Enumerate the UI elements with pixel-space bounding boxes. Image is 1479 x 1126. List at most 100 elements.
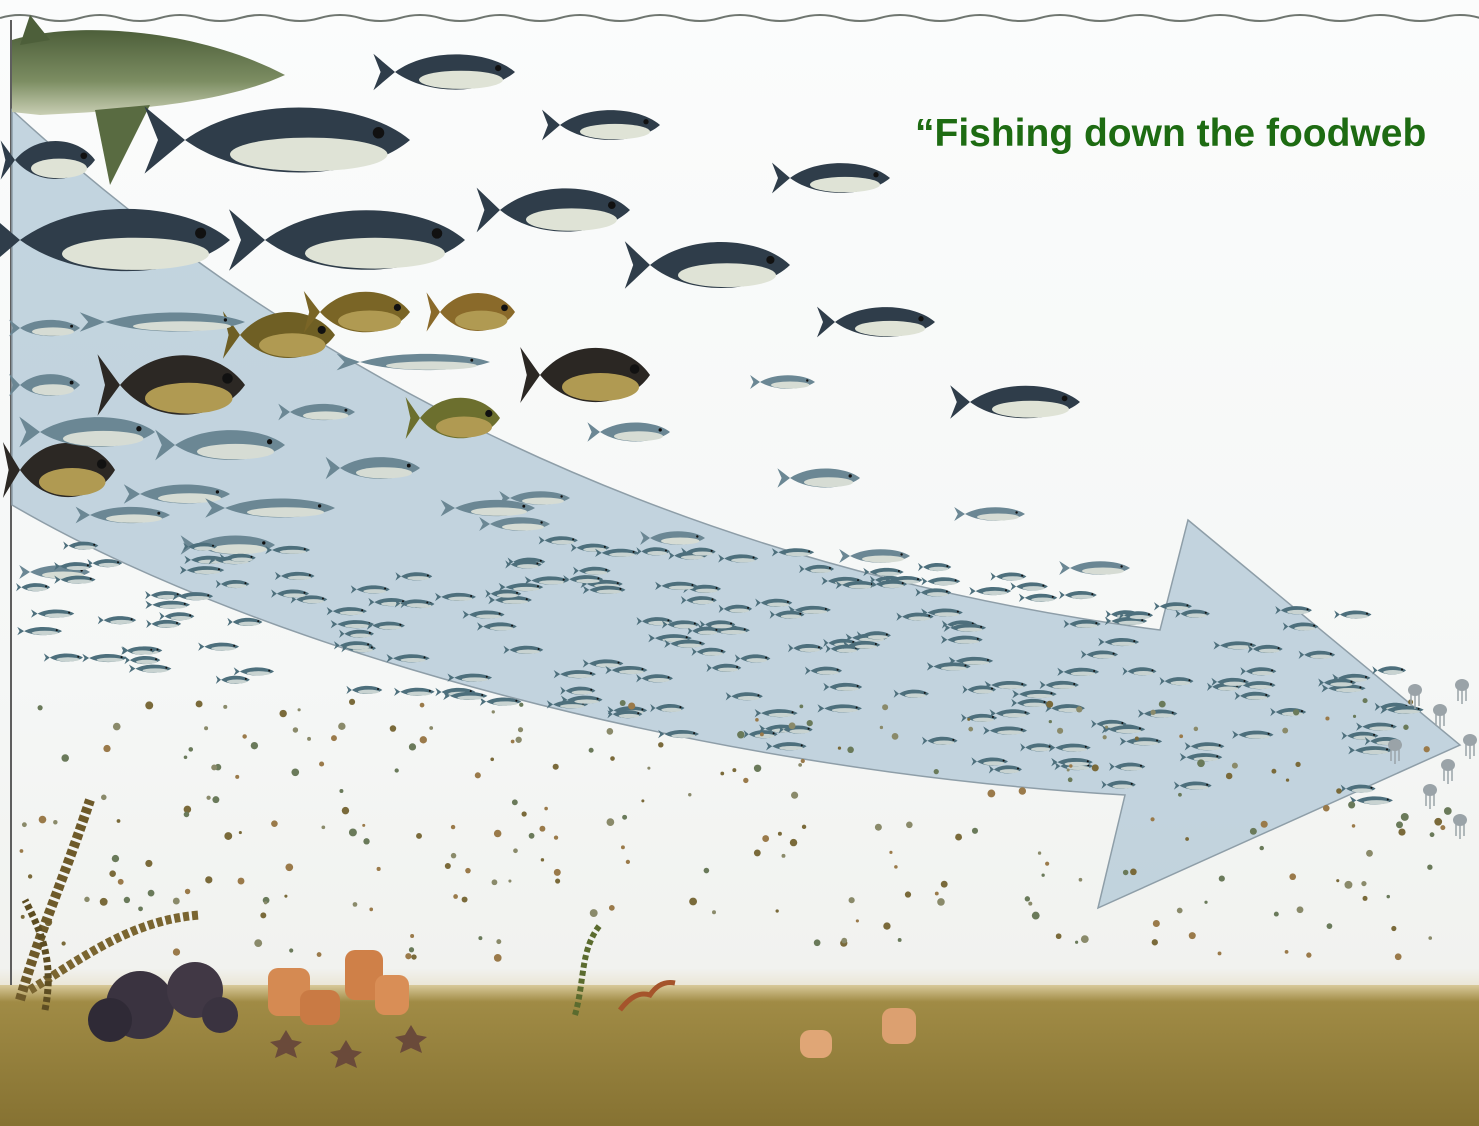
plankton-dot [39,816,47,824]
plankton-dot [490,757,494,761]
sardine-icon [16,583,50,591]
plankton-dot [409,743,416,750]
plankton-dot [212,796,219,803]
jellyfish-icon [1455,679,1469,704]
plankton-dot [515,737,521,743]
tuna-icon [145,106,411,173]
tuna-icon [772,163,890,194]
plankton-dot [109,870,116,877]
sardine-icon [82,654,126,662]
plankton-dot [883,922,890,929]
sardine-icon [1334,610,1371,618]
plankton-dot [291,768,299,776]
plankton-dot [1028,902,1032,906]
plankton-dot [492,879,498,885]
plankton-dot [1045,862,1049,866]
plankton-dot [790,839,797,846]
plankton-dot [1025,896,1030,901]
plankton-dot [755,718,759,722]
plankton-dot [1306,952,1311,957]
plankton-dot [1046,701,1053,708]
plankton-dot [445,863,451,869]
sardine-icon [17,627,62,635]
plankton-dot [1075,941,1078,944]
plankton-dot [349,699,355,705]
plankton-dot [100,898,108,906]
tuna-icon [817,307,935,338]
plankton-dot [1396,821,1403,828]
plankton-dot [838,747,841,750]
sardine-icon [918,563,951,571]
sardine-icon [234,667,274,675]
plankton-dot [1179,734,1183,738]
plankton-dot [1271,769,1276,774]
plankton-dot [1092,764,1099,771]
plankton-dot [898,938,902,942]
plankton-dot [1135,737,1139,741]
grouper-icon [427,292,516,331]
plankton-dot [1325,716,1329,720]
plankton-dot [589,748,594,753]
plankton-dot [416,833,422,839]
plankton-dot [362,824,365,827]
plankton-dot [196,700,203,707]
plankton-dot [206,796,210,800]
plankton-dot [628,702,635,709]
plankton-dot [453,894,458,899]
sardine-icon [31,609,74,617]
plankton-dot [1293,709,1299,715]
plankton-dot [224,832,232,840]
plankton-dot [539,826,545,832]
sardine-icon [227,618,262,626]
plankton-dot [279,710,286,717]
plankton-dot [778,832,782,836]
plankton-dot [760,732,764,736]
plankton-dot [967,718,970,721]
plankton-dot [968,727,973,732]
plankton-dot [1153,920,1160,927]
plankton-dot [905,891,911,897]
plankton-dot [782,854,786,858]
plankton-dot [1178,793,1182,797]
plankton-dot [185,889,190,894]
plankton-dot [1289,873,1296,880]
sardine-icon [145,601,190,609]
plankton-dot [1152,939,1158,945]
plankton-dot [1327,923,1333,929]
plankton-dot [1081,935,1089,943]
plankton-dot [807,720,813,726]
slide-title: “Fishing down the foodweb [915,112,1426,156]
plankton-dot [1069,764,1072,767]
plankton-dot [462,897,468,903]
plankton-dot [205,876,212,883]
sardine-icon [1010,582,1047,590]
plankton-dot [544,807,548,811]
plankton-dot [882,704,888,710]
plankton-dot [349,828,357,836]
plankton-dot [529,833,535,839]
plankton-dot [173,948,180,955]
plankton-dot [658,742,663,747]
sardine-icon [1372,666,1406,674]
plankton-dot [1286,778,1289,781]
sardine-icon [394,688,435,696]
plankton-dot [776,909,779,912]
plankton-dot [390,725,396,731]
plankton-dot [754,849,761,856]
plankton-dot [113,723,121,731]
sardine-icon [159,612,194,620]
plankton-dot [451,825,455,829]
plankton-dot [289,948,293,952]
plankton-dot [1232,763,1238,769]
plankton-dot [409,947,414,952]
sardine-icon [198,642,239,650]
plankton-dot [1130,869,1137,876]
plankton-dot [894,865,898,869]
plankton-dot [1041,874,1044,877]
plankton-dot [145,860,152,867]
plankton-dot [541,858,544,861]
jellyfish-icon [1441,759,1455,784]
sardine-icon [921,577,960,585]
plankton-dot [732,768,736,772]
plankton-dot [173,898,180,905]
